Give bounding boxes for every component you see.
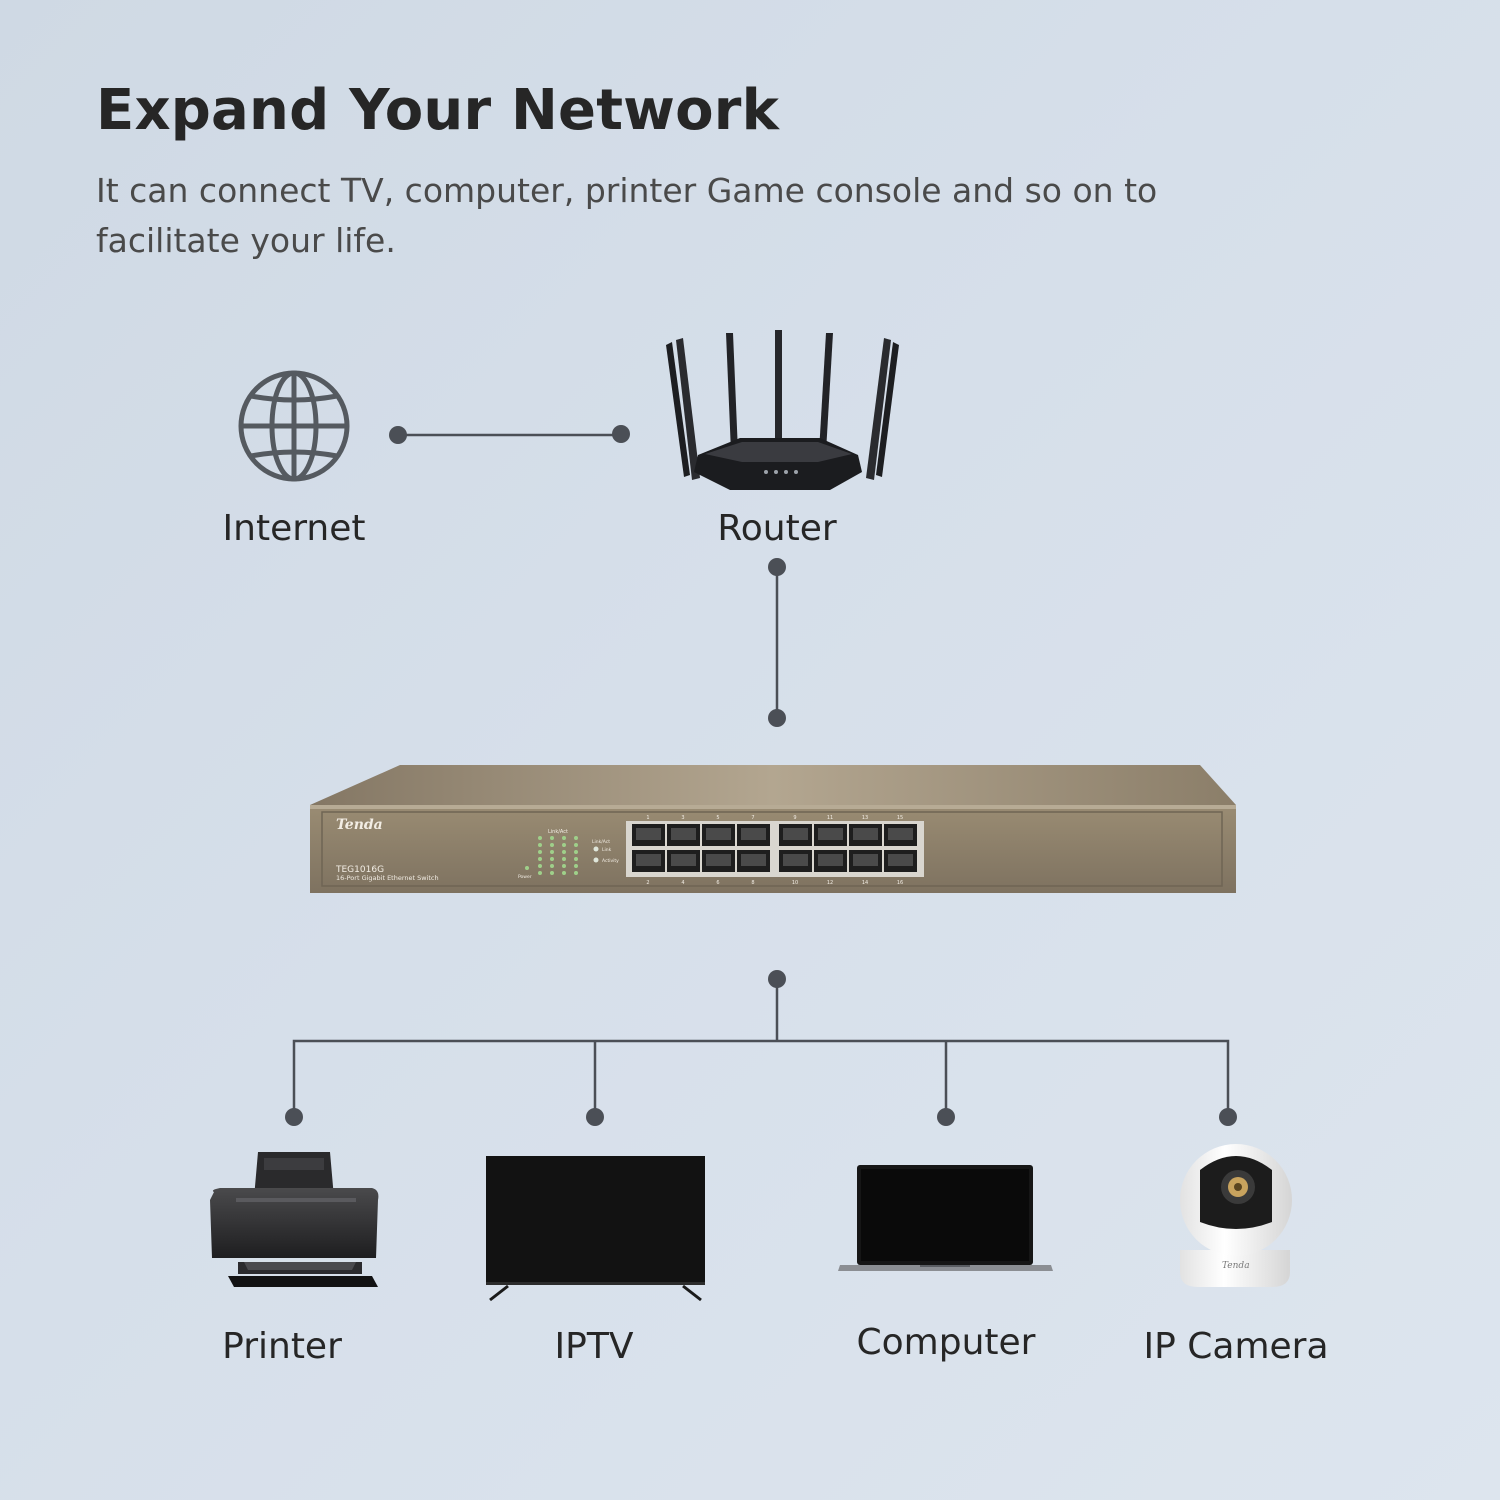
node-label-iptv: IPTV (554, 1326, 634, 1367)
port-number: 3 (681, 815, 684, 821)
switch-description: 16-Port Gigabit Ethernet Switch (336, 874, 439, 882)
status-led (550, 836, 554, 840)
status-led (562, 850, 566, 854)
ethernet-port (849, 850, 882, 872)
switch-led-legend-link: Link (602, 847, 612, 853)
connector-dot (612, 425, 630, 443)
port-number: 14 (862, 880, 868, 886)
port-number: 15 (897, 815, 903, 821)
ethernet-port (884, 824, 917, 846)
connector-dot (768, 709, 786, 727)
port-number: 16 (897, 880, 903, 886)
status-led (538, 857, 542, 861)
ethernet-port (779, 824, 812, 846)
node-label-printer: Printer (222, 1326, 342, 1367)
ethernet-port (667, 850, 700, 872)
node-label-computer: Computer (856, 1322, 1036, 1363)
ethernet-port (632, 850, 665, 872)
status-led (574, 864, 578, 868)
ethernet-port (814, 850, 847, 872)
port-number: 6 (716, 880, 719, 886)
status-led (550, 857, 554, 861)
node-label-camera: IP Camera (1143, 1326, 1329, 1367)
switch-led-panel (525, 836, 578, 875)
port-number: 12 (827, 880, 833, 886)
power-led (525, 866, 529, 870)
status-led (562, 857, 566, 861)
page-subtitle: It can connect TV, computer, printer Gam… (96, 171, 1158, 260)
switch-brand: Tenda (336, 817, 383, 833)
status-led (550, 871, 554, 875)
port-number: 8 (751, 880, 754, 886)
port-number: 7 (751, 815, 754, 821)
node-label-internet: Internet (222, 508, 366, 549)
node-label-router: Router (717, 508, 837, 549)
connector-dot (389, 426, 407, 444)
ethernet-port (884, 850, 917, 872)
connector-dot (768, 970, 786, 988)
port-number: 9 (793, 815, 796, 821)
status-led (562, 864, 566, 868)
connector-dot (285, 1108, 303, 1126)
status-led (562, 843, 566, 847)
switch-power-label: Power (518, 874, 532, 880)
ethernet-port (632, 824, 665, 846)
switch-model: TEG1016G (335, 865, 384, 875)
status-led (538, 836, 542, 840)
status-led (574, 857, 578, 861)
switch-led-legend: Link/Act (592, 839, 610, 845)
ethernet-port (667, 824, 700, 846)
switch-led-header: Link/Act (548, 829, 568, 835)
line-device-bus (292, 1039, 1230, 1117)
tv-icon (486, 1156, 705, 1302)
ethernet-port (849, 824, 882, 846)
connector-dot (768, 558, 786, 576)
status-led (574, 871, 578, 875)
status-led (550, 864, 554, 868)
ethernet-port (814, 824, 847, 846)
status-led (574, 850, 578, 854)
ethernet-port (737, 850, 770, 872)
status-led (538, 850, 542, 854)
switch-device: Tenda TEG1016G 16-Port Gigabit Ethernet … (310, 765, 1236, 893)
printer-icon (210, 1152, 379, 1287)
globe-icon (238, 370, 350, 482)
port-number: 4 (681, 880, 684, 886)
port-number: 11 (827, 815, 833, 821)
status-led (538, 864, 542, 868)
laptop-icon (838, 1165, 1053, 1271)
router-icon (666, 330, 899, 490)
connection-lines (285, 425, 1237, 1126)
status-led (538, 871, 542, 875)
port-number: 5 (716, 815, 719, 821)
status-led (562, 836, 566, 840)
status-led (550, 850, 554, 854)
port-number: 13 (862, 815, 868, 821)
status-led (550, 843, 554, 847)
port-number: 1 (646, 815, 649, 821)
connector-dot (586, 1108, 604, 1126)
status-led (574, 836, 578, 840)
port-number: 10 (792, 880, 798, 886)
port-number: 2 (646, 880, 649, 886)
ethernet-port (737, 824, 770, 846)
switch-led-legend-activity: Activity (602, 858, 619, 864)
ethernet-port (702, 824, 735, 846)
status-led (538, 843, 542, 847)
connector-dot (937, 1108, 955, 1126)
ethernet-port (702, 850, 735, 872)
camera-brand: Tenda (1222, 1261, 1250, 1271)
status-led (574, 843, 578, 847)
ethernet-port (779, 850, 812, 872)
camera-icon: Tenda (1180, 1144, 1292, 1287)
page-title: Expand Your Network (96, 78, 780, 143)
status-led (562, 871, 566, 875)
connector-dot (1219, 1108, 1237, 1126)
